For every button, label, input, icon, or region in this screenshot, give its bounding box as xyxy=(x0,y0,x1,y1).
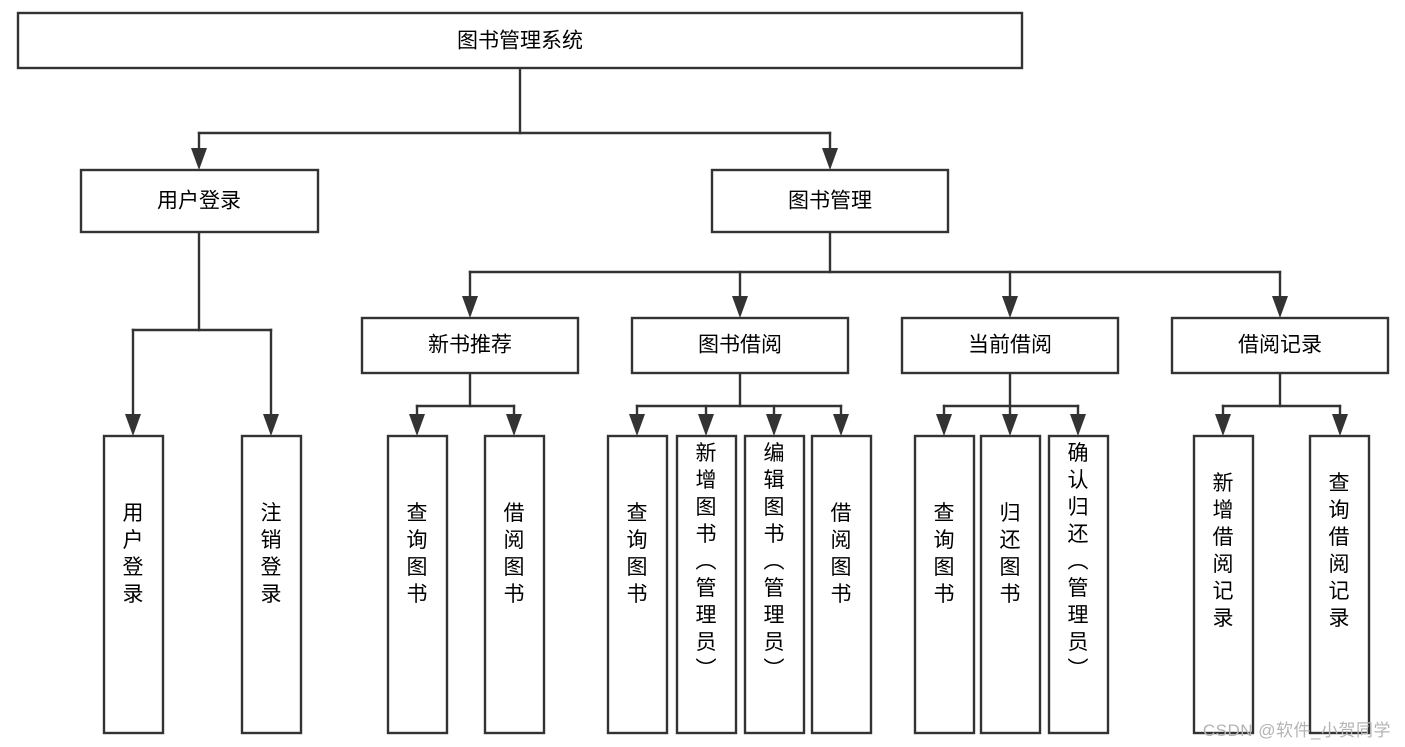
node-user-login-label: 用户登录 xyxy=(157,190,241,213)
node-user-login[interactable]: 用户登录 xyxy=(79,168,320,234)
node-root-book-management-system[interactable]: 图书管理系统 xyxy=(16,11,1024,70)
node-leaf-query-book-1-label: 查询图书 xyxy=(407,502,428,606)
node-leaf-query-book-2-label: 查询图书 xyxy=(627,502,648,606)
node-leaf-return-book[interactable]: 归还图书 xyxy=(979,434,1042,735)
node-leaf-edit-book[interactable]: 编辑图书︵管理员︶ xyxy=(743,434,806,735)
node-leaf-add-book[interactable]: 新增图书︵管理员︶ xyxy=(675,434,738,735)
node-leaf-return-book-label: 归还图书 xyxy=(1000,502,1021,606)
connector-book-borrow-to-leaves xyxy=(629,371,849,436)
node-leaf-query-record[interactable]: 查询借阅记录 xyxy=(1308,434,1371,735)
node-current-borrow-label: 当前借阅 xyxy=(968,334,1052,357)
node-current-borrow[interactable]: 当前借阅 xyxy=(900,316,1120,375)
node-book-borrow[interactable]: 图书借阅 xyxy=(630,316,850,375)
node-leaf-logout[interactable]: 注销登录 xyxy=(240,434,303,735)
connector-borrow-record-to-leaves xyxy=(1215,371,1348,436)
node-new-book-rec[interactable]: 新书推荐 xyxy=(360,316,580,375)
node-leaf-query-book-3-label: 查询图书 xyxy=(934,502,955,606)
node-leaf-query-book-1[interactable]: 查询图书 xyxy=(386,434,449,735)
node-root-label: 图书管理系统 xyxy=(457,30,583,53)
node-borrow-record[interactable]: 借阅记录 xyxy=(1170,316,1390,375)
connector-root-to-level2 xyxy=(191,66,838,170)
node-leaf-borrow-book-2[interactable]: 借阅图书 xyxy=(810,434,873,735)
node-leaf-confirm-return-label: 确认归还︵管理员︶ xyxy=(1068,442,1089,681)
node-leaf-add-record-label: 新增借阅记录 xyxy=(1213,472,1234,630)
node-new-book-rec-label: 新书推荐 xyxy=(428,334,512,357)
connector-current-borrow-to-leaves xyxy=(936,371,1086,436)
connector-user-login-to-leaves xyxy=(125,230,279,436)
node-book-borrow-label: 图书借阅 xyxy=(698,334,782,357)
node-leaf-add-record[interactable]: 新增借阅记录 xyxy=(1192,434,1255,735)
node-leaf-query-book-2[interactable]: 查询图书 xyxy=(606,434,669,735)
node-book-manage[interactable]: 图书管理 xyxy=(710,168,950,234)
node-leaf-borrow-book-1-label: 借阅图书 xyxy=(504,502,525,606)
node-leaf-query-record-label: 查询借阅记录 xyxy=(1329,472,1350,630)
node-leaf-user-login-label: 用户登录 xyxy=(123,502,144,606)
connector-book-manage-to-level3 xyxy=(462,230,1288,318)
node-leaf-edit-book-label: 编辑图书︵管理员︶ xyxy=(764,442,785,681)
node-leaf-logout-label: 注销登录 xyxy=(261,502,282,606)
node-borrow-record-label: 借阅记录 xyxy=(1238,334,1322,357)
node-leaf-add-book-label: 新增图书︵管理员︶ xyxy=(696,442,717,681)
node-leaf-borrow-book-1[interactable]: 借阅图书 xyxy=(483,434,546,735)
node-leaf-confirm-return[interactable]: 确认归还︵管理员︶ xyxy=(1047,434,1110,735)
node-leaf-query-book-3[interactable]: 查询图书 xyxy=(913,434,976,735)
node-leaf-user-login[interactable]: 用户登录 xyxy=(102,434,165,735)
node-leaf-borrow-book-2-label: 借阅图书 xyxy=(831,502,852,606)
node-book-manage-label: 图书管理 xyxy=(788,190,872,213)
connector-new-book-rec-to-leaves xyxy=(409,371,522,436)
